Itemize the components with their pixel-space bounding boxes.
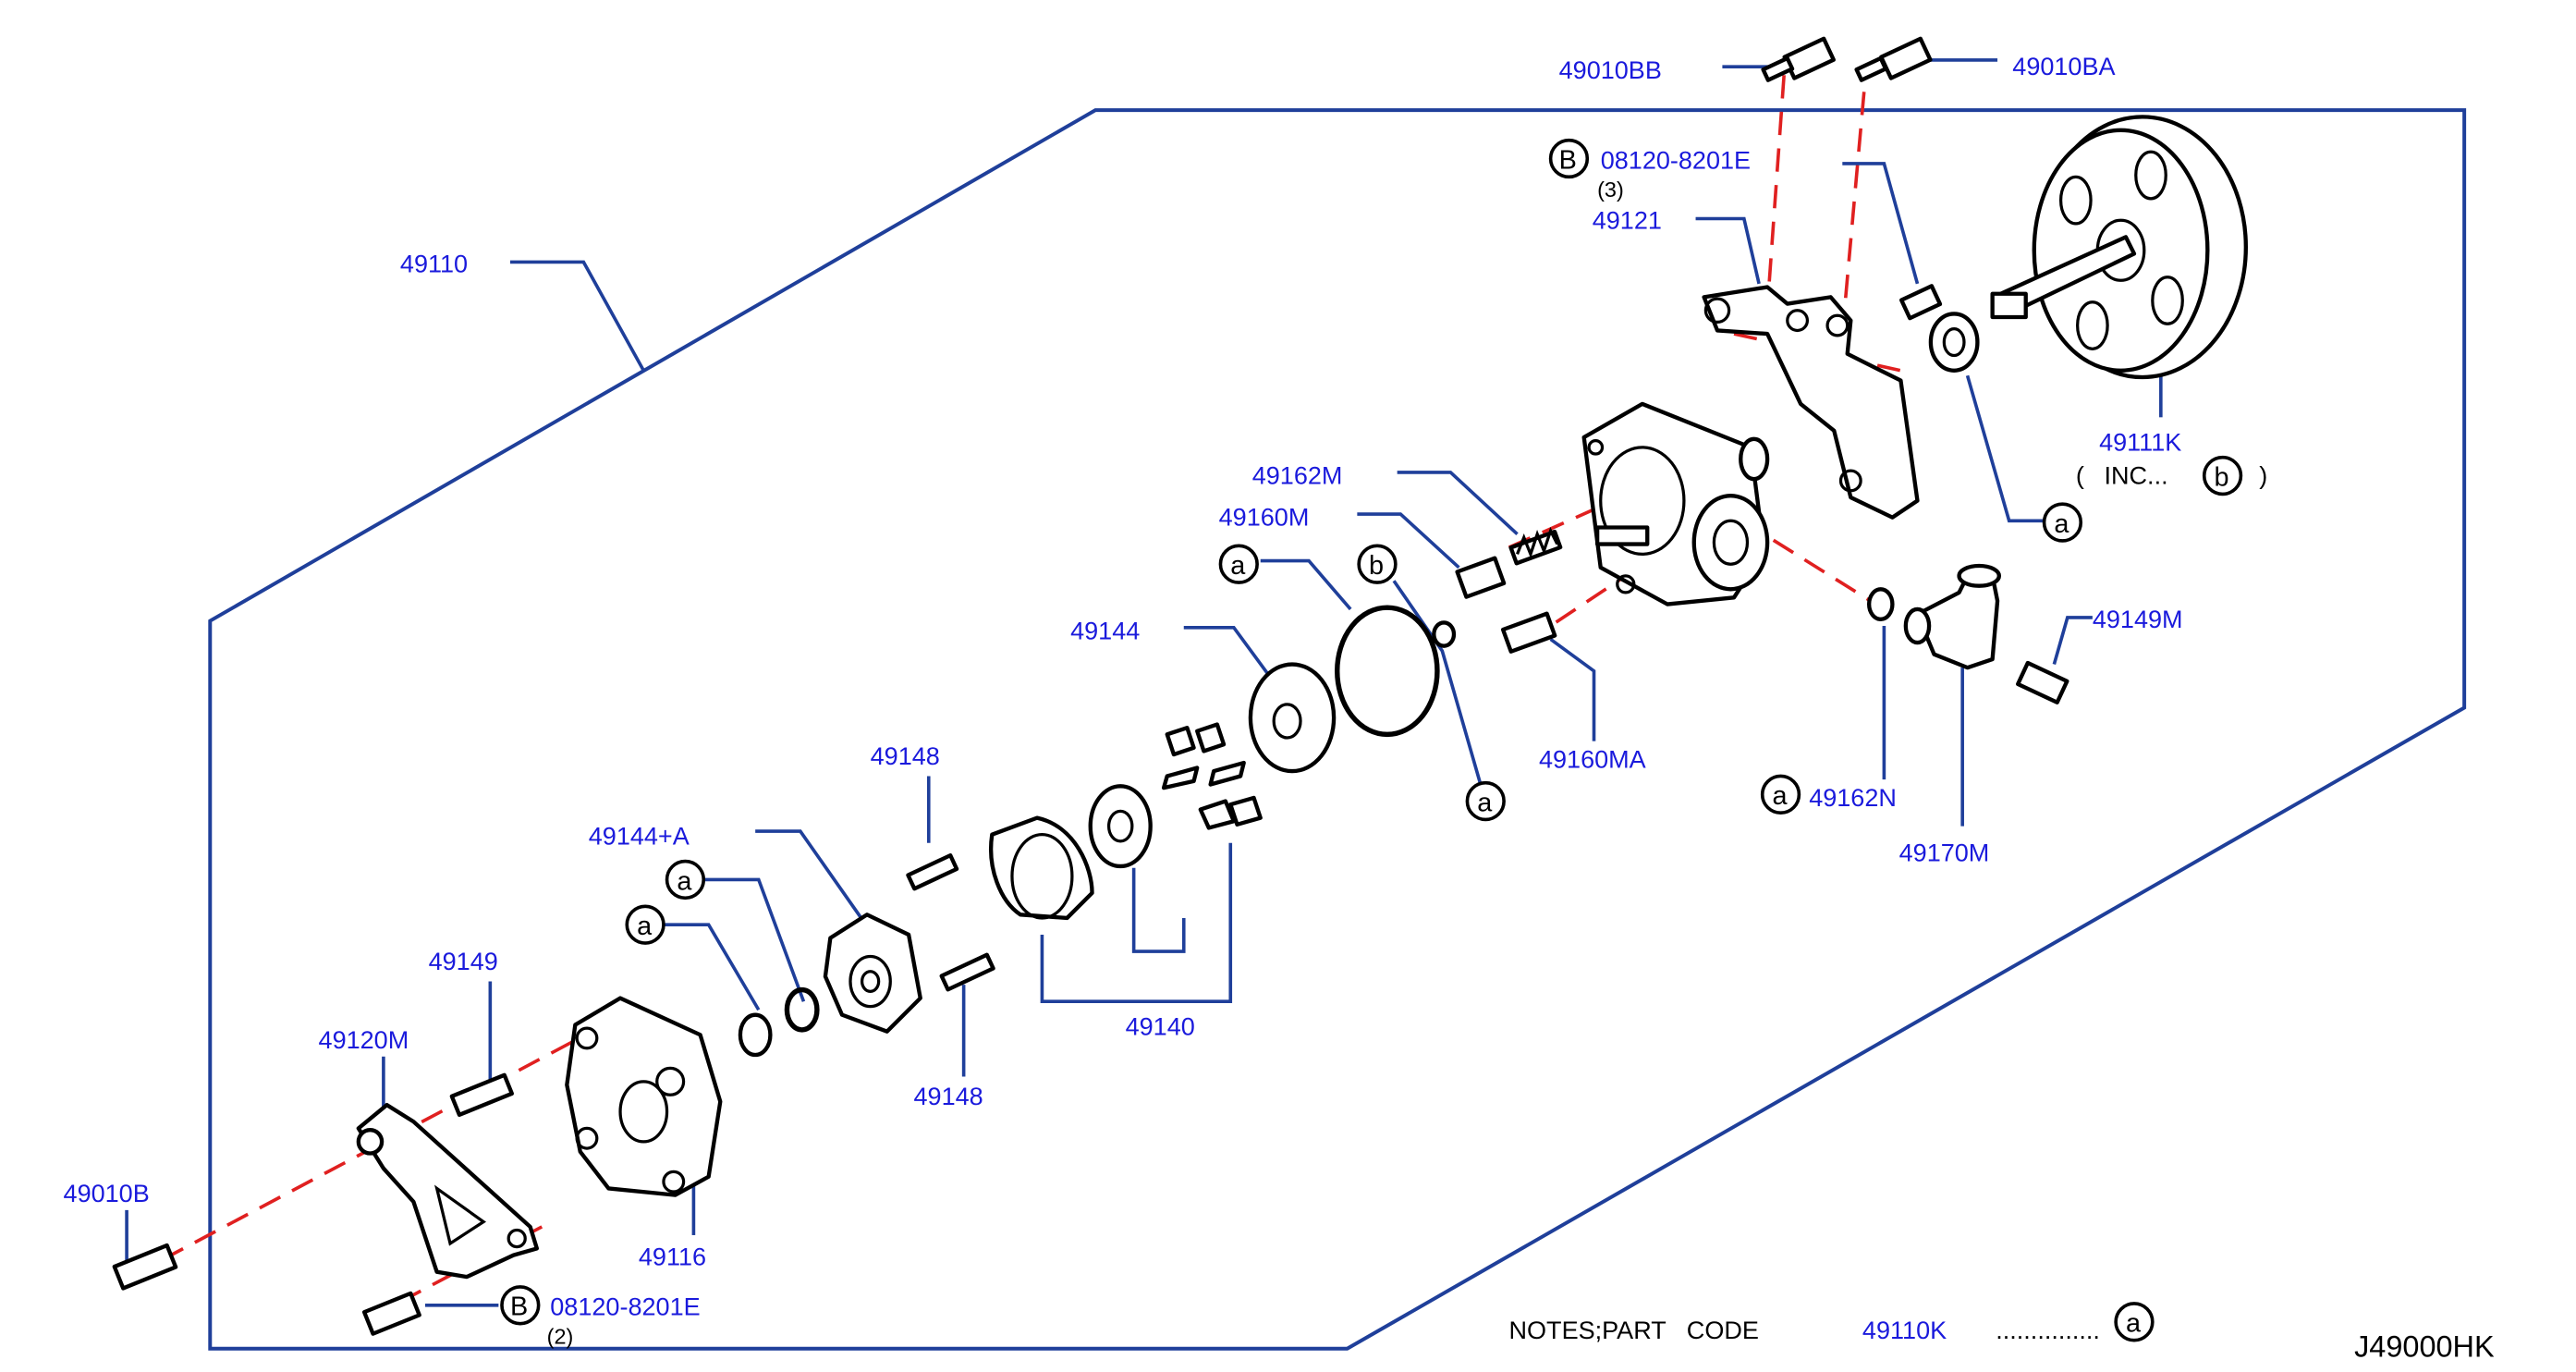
label-49160M[interactable]: 49160M bbox=[1219, 504, 1310, 532]
ref-a-seal: a bbox=[2054, 509, 2069, 539]
label-49111K-inc: INC... bbox=[2105, 462, 2168, 490]
ref-a-2: a bbox=[637, 912, 653, 941]
side-plate-49144A bbox=[823, 913, 922, 1034]
ref-b-oring: b bbox=[1369, 551, 1384, 581]
ref-a-mid: a bbox=[1477, 788, 1493, 817]
side-plate-49144 bbox=[1248, 662, 1337, 774]
label-49170M[interactable]: 49170M bbox=[1899, 839, 1990, 867]
ref-b-inc: b bbox=[2215, 462, 2229, 492]
ref-a-mid-circle bbox=[1465, 780, 1506, 822]
ref-B-top: B bbox=[1559, 145, 1577, 175]
label-49160MA[interactable]: 49160MA bbox=[1539, 745, 1646, 773]
label-08120-top[interactable]: 08120-8201E bbox=[1601, 146, 1751, 174]
label-49120M[interactable]: 49120M bbox=[319, 1026, 409, 1054]
label-49148-top[interactable]: 49148 bbox=[871, 742, 940, 770]
ref-B-bot-circle bbox=[500, 1285, 541, 1326]
rear-housing-49116 bbox=[565, 996, 723, 1197]
assembly-boundary bbox=[208, 108, 2467, 1351]
label-49121[interactable]: 49121 bbox=[1593, 206, 1662, 234]
diagram-code: J49000HK bbox=[2354, 1330, 2495, 1364]
ref-a-1: a bbox=[677, 866, 692, 896]
bolt-49149M bbox=[2016, 660, 2069, 704]
label-49111K-inc-close: ) bbox=[2259, 462, 2267, 490]
label-49149M[interactable]: 49149M bbox=[2093, 606, 2183, 633]
ref-a-seal-circle bbox=[2042, 502, 2083, 543]
leader-lines bbox=[125, 58, 2163, 1307]
bracket-upper bbox=[1702, 285, 1920, 520]
valve-49160M bbox=[1455, 556, 1507, 599]
ref-a-49162N-circle bbox=[1760, 774, 1801, 815]
ref-a-1-circle bbox=[665, 859, 706, 900]
rotor bbox=[1088, 784, 1153, 869]
ref-a-2-circle bbox=[625, 904, 665, 945]
bolt-49149 bbox=[449, 1072, 514, 1118]
o-ring-large bbox=[1335, 605, 1440, 738]
bolt-49010BA bbox=[1854, 36, 1933, 82]
label-49010B[interactable]: 49010B bbox=[64, 1180, 150, 1207]
suction-fitting bbox=[1903, 563, 2002, 670]
ref-B-top-circle bbox=[1548, 138, 1590, 179]
ref-B-bot: B bbox=[510, 1292, 528, 1322]
label-49148-bot[interactable]: 49148 bbox=[914, 1083, 983, 1110]
bolt-08120-top bbox=[1898, 284, 1943, 321]
notes-symbol-circle bbox=[2114, 1302, 2155, 1342]
ref-b-inc-circle bbox=[2202, 455, 2243, 496]
valve-49160MA bbox=[1500, 611, 1557, 654]
bolt-49010B bbox=[112, 1243, 178, 1291]
notes-text: NOTES;PART CODE bbox=[1509, 1317, 1759, 1344]
label-49110[interactable]: 49110 bbox=[400, 250, 468, 277]
label-49144A[interactable]: 49144+A bbox=[589, 822, 690, 850]
pump-body-front bbox=[1581, 401, 1770, 606]
label-49111K[interactable]: 49111K bbox=[2099, 428, 2181, 456]
o-ring-small bbox=[1432, 620, 1457, 648]
label-49111K-inc-open: ( bbox=[2076, 462, 2084, 490]
o-ring-49162N bbox=[1866, 587, 1895, 621]
label-49149[interactable]: 49149 bbox=[429, 948, 498, 975]
label-49010BB[interactable]: 49010BB bbox=[1559, 56, 1662, 84]
ref-a-oring: a bbox=[1230, 551, 1246, 581]
notes-dots: ............... bbox=[1996, 1317, 2100, 1344]
label-49162N[interactable]: 49162N bbox=[1809, 784, 1897, 812]
bolt-49010BB bbox=[1761, 36, 1836, 82]
label-49140[interactable]: 49140 bbox=[1126, 1012, 1195, 1040]
bracket-lower bbox=[356, 1102, 540, 1280]
label-49116[interactable]: 49116 bbox=[639, 1243, 706, 1270]
ref-b-oring-circle bbox=[1357, 544, 1398, 584]
cam-ring bbox=[989, 815, 1094, 921]
notes-symbol: a bbox=[2126, 1309, 2142, 1339]
ref-a-49162N: a bbox=[1773, 781, 1789, 811]
label-08120-bot-qty: (2) bbox=[547, 1324, 574, 1348]
o-ring-a1 bbox=[784, 986, 820, 1033]
spring-49162M bbox=[1508, 526, 1563, 566]
oil-seal bbox=[1928, 312, 1980, 373]
vanes bbox=[1161, 722, 1263, 830]
label-49144[interactable]: 49144 bbox=[1070, 617, 1140, 644]
label-49010BA[interactable]: 49010BA bbox=[2012, 53, 2115, 80]
ref-a-oring-circle bbox=[1218, 544, 1259, 584]
notes-part-code[interactable]: 49110K bbox=[1862, 1317, 1947, 1344]
o-ring-a2 bbox=[738, 1012, 773, 1058]
label-08120-bot[interactable]: 08120-8201E bbox=[550, 1293, 700, 1321]
label-49162M[interactable]: 49162M bbox=[1252, 462, 1343, 490]
pin-49148-top bbox=[906, 853, 959, 891]
label-08120-top-qty: (3) bbox=[1597, 178, 1624, 202]
pulley-shaft bbox=[1990, 115, 2248, 380]
pin-49148-bot bbox=[939, 952, 995, 992]
bolt-08120-bot bbox=[361, 1291, 421, 1336]
